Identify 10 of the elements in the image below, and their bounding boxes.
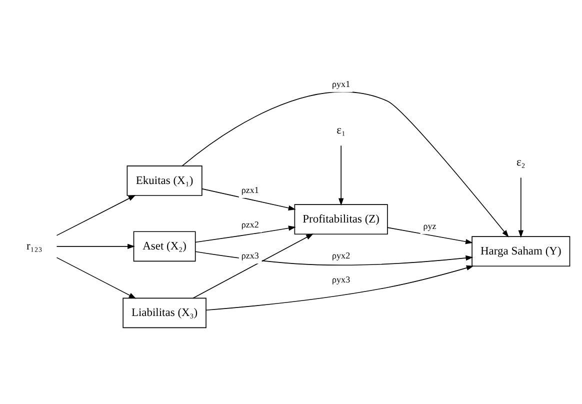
edge-label: ρzx2	[241, 218, 259, 229]
edge-label: ρyx1	[332, 78, 350, 88]
node-text: ε₂	[516, 156, 526, 168]
node-text: ε₁	[336, 124, 346, 136]
edge-label: ρzx3	[241, 250, 259, 260]
node-text: r₁₂₃	[26, 240, 42, 252]
edge-label: ρyz	[423, 220, 436, 231]
edge-label: ρyx2	[332, 250, 350, 260]
edge-label: ρzx1	[241, 184, 259, 194]
edge-label: ρyx3	[332, 274, 350, 284]
